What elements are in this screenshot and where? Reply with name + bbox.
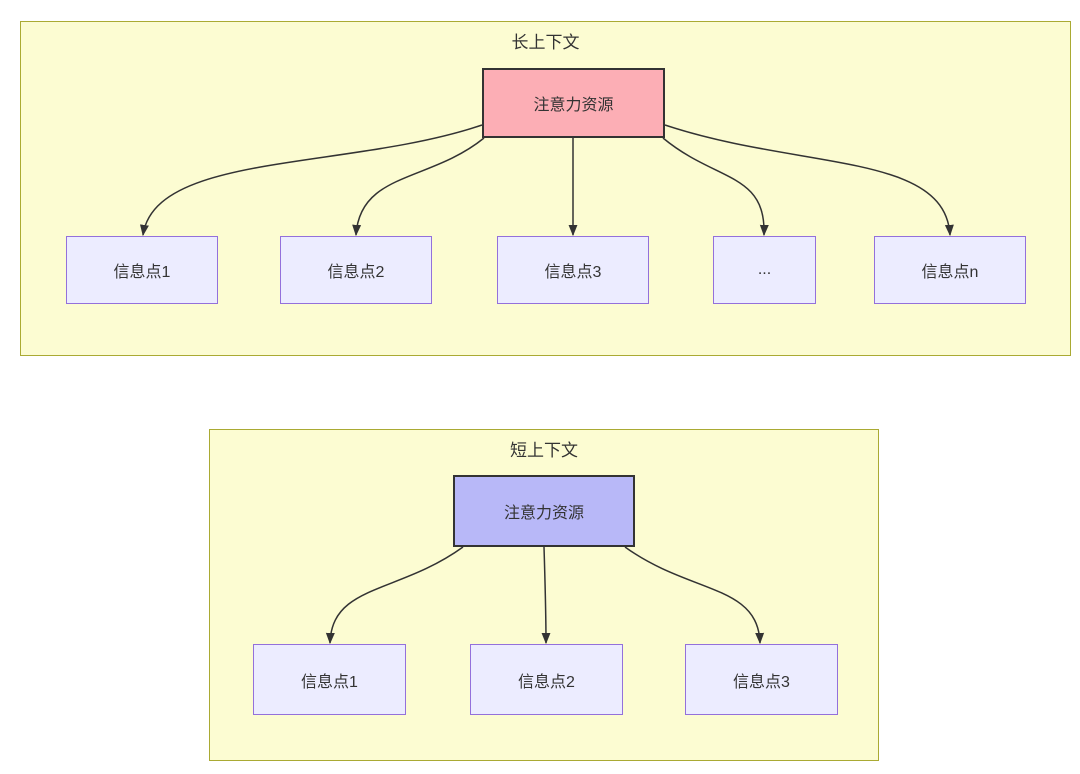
info-node-short-3: 信息点3 (685, 644, 838, 715)
info-node-short-1: 信息点1 (253, 644, 406, 715)
attention-resource-node-short: 注意力资源 (453, 475, 635, 547)
info-node-long-n: 信息点n (874, 236, 1026, 304)
info-node-short-2: 信息点2 (470, 644, 623, 715)
info-node-long-2: 信息点2 (280, 236, 432, 304)
attention-resource-node-long: 注意力资源 (482, 68, 665, 138)
info-node-long-1: 信息点1 (66, 236, 218, 304)
cluster-short-title: 短上下文 (510, 441, 578, 460)
info-node-long-3: 信息点3 (497, 236, 649, 304)
info-node-long-ellipsis: ... (713, 236, 816, 304)
cluster-long-title: 长上下文 (511, 33, 580, 52)
